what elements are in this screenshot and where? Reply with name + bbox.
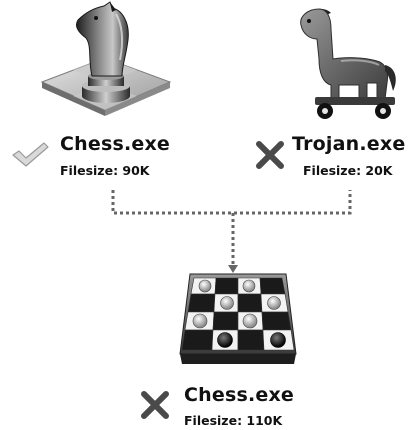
file-size: Filesize: 90K xyxy=(60,163,150,178)
checkmark-icon xyxy=(12,142,49,167)
chess-file-node: Chess.exe Filesize: 90K xyxy=(12,0,180,210)
cross-icon xyxy=(256,141,284,169)
file-name: Chess.exe xyxy=(184,384,295,406)
chess-knight-icon xyxy=(40,1,172,116)
checkerboard-icon xyxy=(179,273,297,364)
trojan-file-node: Trojan.exe Filesize: 20K xyxy=(256,0,415,210)
file-size: Filesize: 110K xyxy=(184,413,283,428)
file-name: Trojan.exe xyxy=(292,133,406,155)
checker-pieces xyxy=(192,279,286,348)
file-size: Filesize: 20K xyxy=(303,163,393,178)
trojan-horse-icon xyxy=(300,8,396,119)
file-name: Chess.exe xyxy=(60,133,171,155)
merged-chess-file-node: Chess.exe Filesize: 110K xyxy=(140,270,340,430)
cross-icon xyxy=(141,391,169,419)
